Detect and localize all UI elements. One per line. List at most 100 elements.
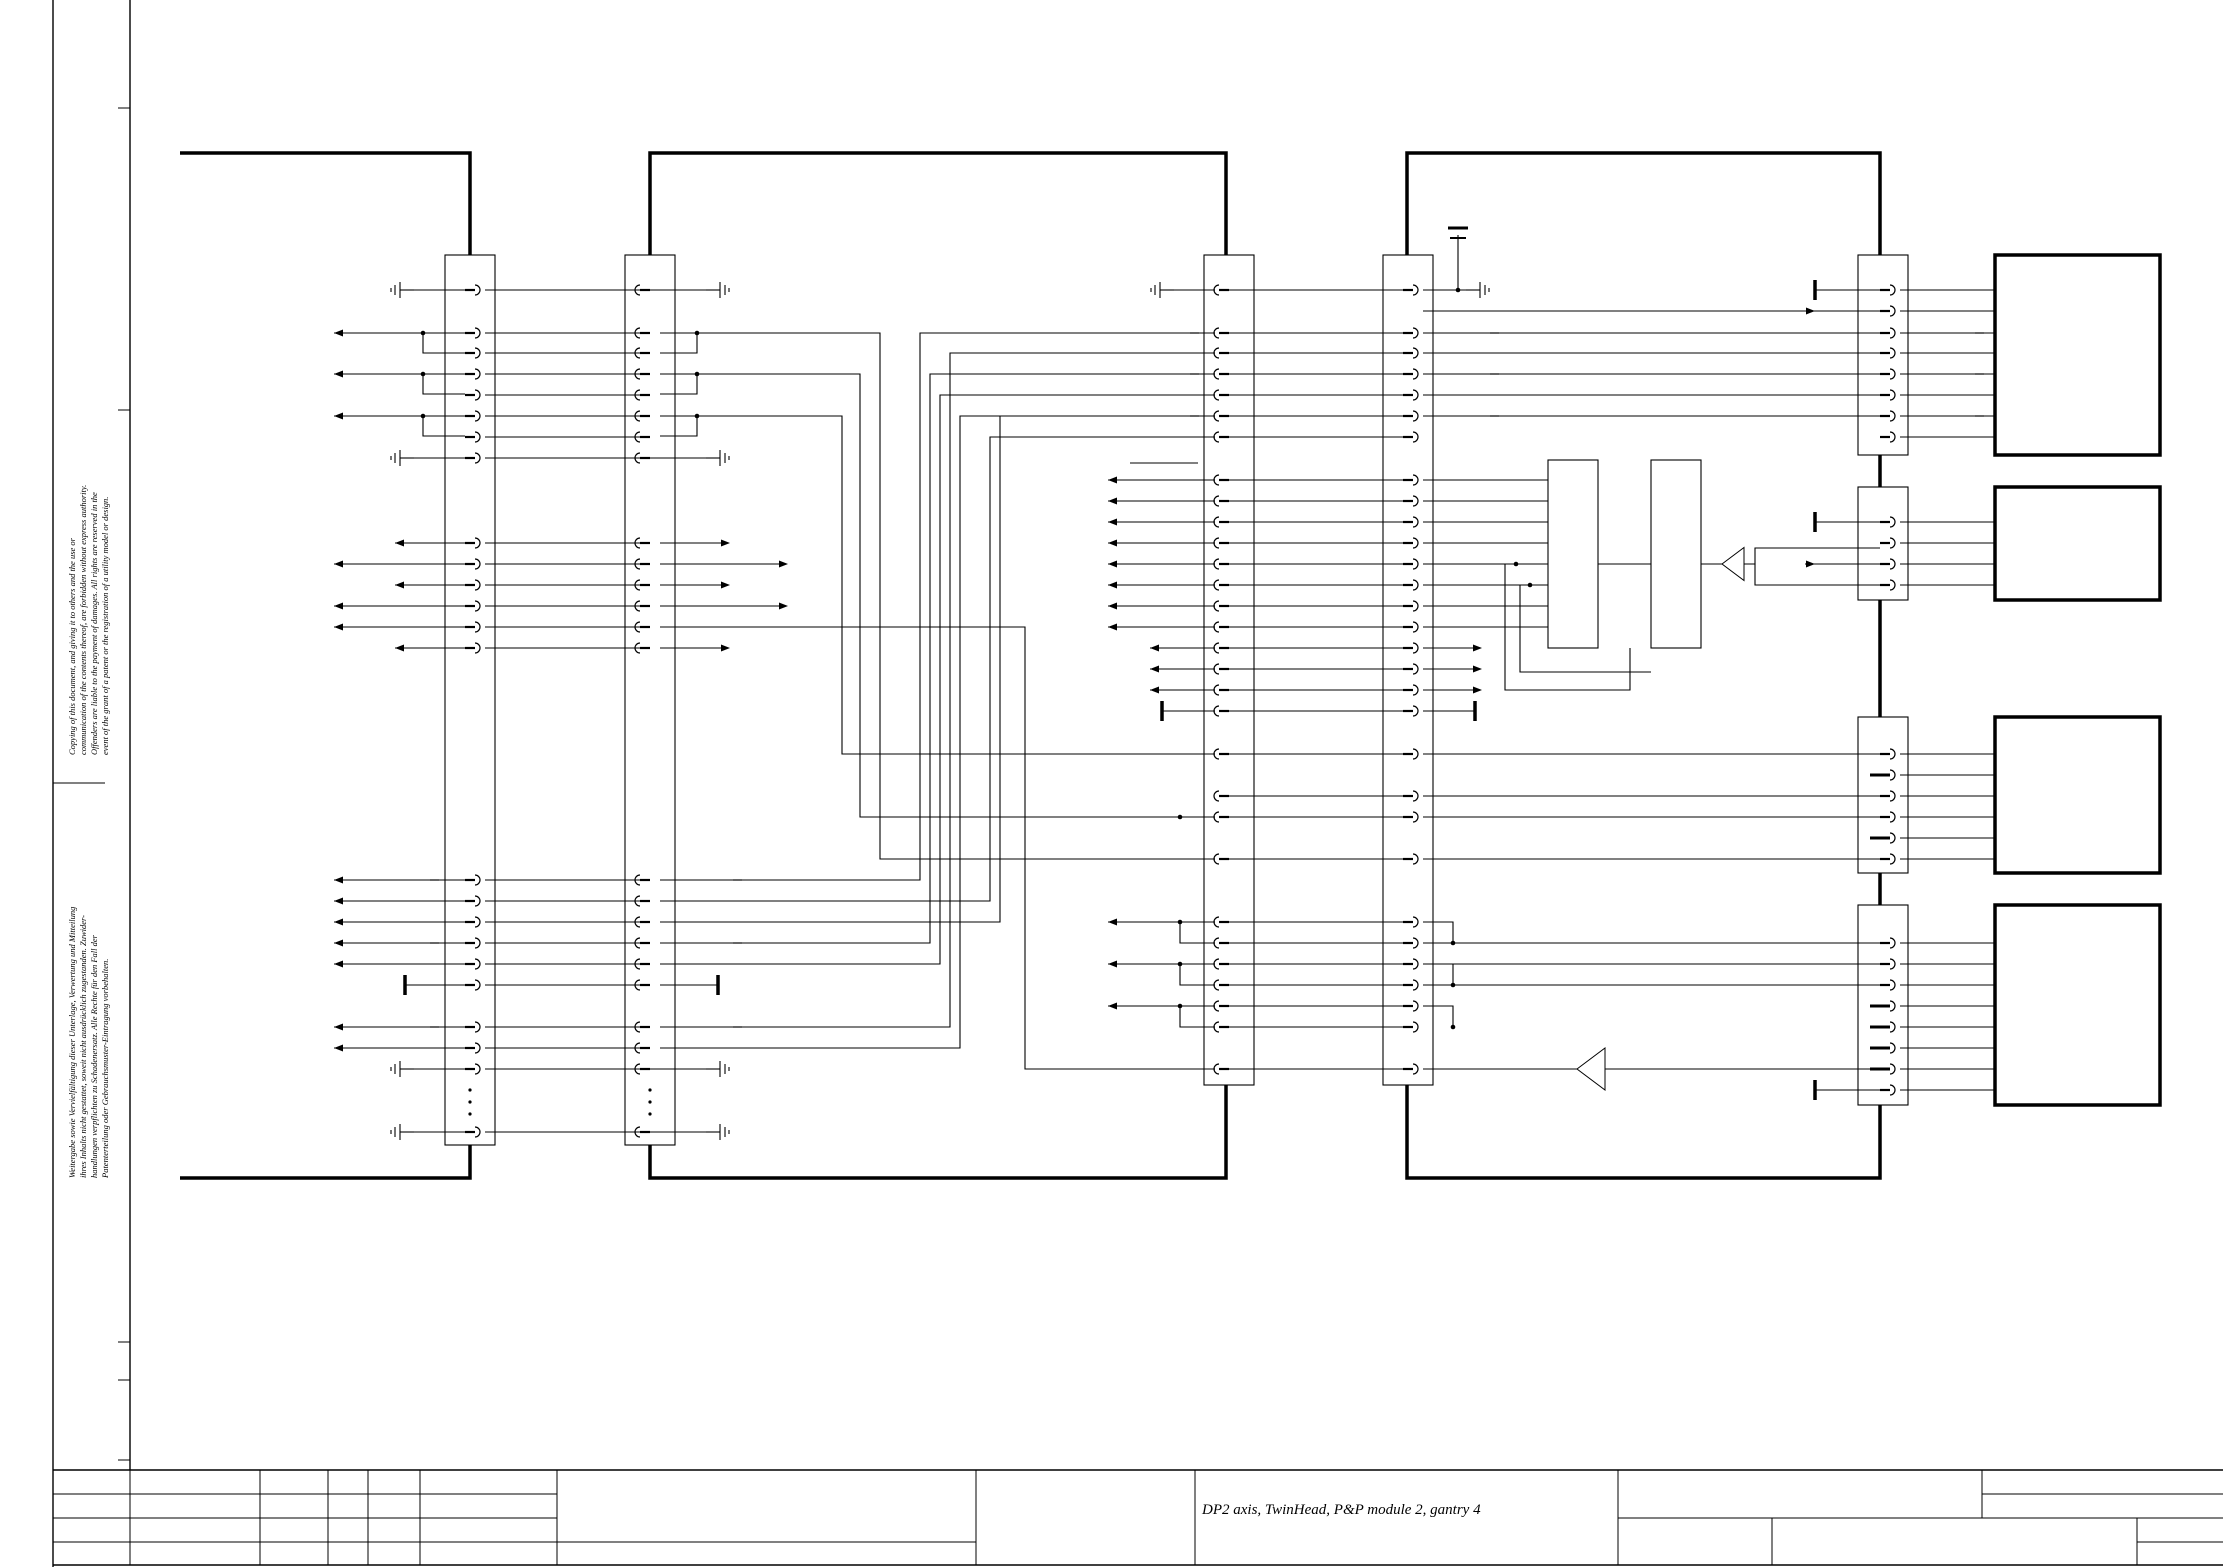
pin-socket [1412,389,1419,401]
connector-pin [465,916,481,928]
arrow-right-icon [721,581,730,589]
connector-pin [1880,579,1896,591]
junction-dot [1450,940,1456,946]
schematic-symbols [334,226,1984,1140]
continuation-dot [468,1112,472,1116]
pin-socket [1889,748,1896,760]
arrow-left-icon [334,918,343,926]
connector-pin [465,958,481,970]
drawing-title: DP2 axis, TwinHead, P&P module 2, gantry… [1201,1502,1481,1518]
copyright-notice-en: Copying of this document, and giving it … [67,485,110,755]
pin-socket [474,642,481,654]
connector-pin [465,284,481,296]
connector-pin [1403,748,1419,760]
connector-blocks [444,254,1909,1146]
pin-socket [474,621,481,633]
pin-socket [1889,410,1896,422]
connector-pin [465,642,481,654]
shield-ground-icon [706,1061,730,1077]
connector-pin [1403,790,1419,802]
wire [1179,1006,1215,1028]
arrow-right-icon [1806,307,1815,315]
pin-socket [1412,811,1419,823]
connector-pin [1403,979,1419,991]
pin-socket [474,1063,481,1075]
junction-dot [1450,1024,1456,1030]
arrow-left-icon [334,1023,343,1031]
wire [660,352,1215,1028]
pin-socket [474,537,481,549]
target-devices [1993,253,2162,1107]
shield-ground-icon [706,450,730,466]
pin-socket [1412,410,1419,422]
arrow-right-icon [779,560,788,568]
drawing-frame [52,0,2223,1567]
arrow-right-icon [721,644,730,652]
arrow-left-icon [334,939,343,947]
arrow-left-icon [1108,560,1117,568]
pin-socket [474,600,481,612]
wire [422,416,465,437]
arrow-left-icon [1150,644,1159,652]
connector-pin [465,579,481,591]
arrow-left-icon [1108,960,1117,968]
wire [1423,1005,1454,1027]
connector-pin [1403,389,1419,401]
pin-socket [1412,537,1419,549]
shield-ground-icon [706,1124,730,1140]
connector-pin [465,1063,481,1075]
pin-socket [1412,284,1419,296]
junction-dot [694,413,700,419]
pin-socket [1889,368,1896,380]
connector-pin [465,410,481,422]
amplifier-icon [1721,546,1745,582]
arrow-right-icon [1806,560,1815,568]
notice-de-line: Weitergabe sowie Vervielfältigung dieser… [67,907,77,1178]
pin-socket [1889,305,1896,317]
connector-pin [1403,368,1419,380]
pin-socket [1889,1063,1896,1075]
connector-pin [1403,410,1419,422]
connector-pin [1403,937,1419,949]
pin-socket [1412,327,1419,339]
arrow-left-icon [334,560,343,568]
notice-de-line: Patenterteilung oder Gebrauchsmuster-Ein… [100,959,110,1179]
continuation-dot [648,1112,652,1116]
connector-pin [1403,1063,1419,1075]
arrow-left-icon [395,644,404,652]
wire [660,332,1215,881]
connector-pin [465,621,481,633]
pin-socket [1412,937,1419,949]
connector-pin [1403,495,1419,507]
title-block: DP2 axis, TwinHead, P&P module 2, gantry… [53,1470,2223,1565]
arrow-left-icon [1108,623,1117,631]
pin-socket [1889,832,1896,844]
arrow-left-icon [1150,686,1159,694]
connector-pin [1880,389,1896,401]
wire [660,373,1215,818]
pin-socket [1412,958,1419,970]
arrow-left-icon [1108,476,1117,484]
shield-ground-icon [390,450,414,466]
pin-socket [1412,600,1419,612]
arrow-left-icon [1108,1002,1117,1010]
connector-pin [1403,537,1419,549]
pin-socket [474,368,481,380]
signal-wires [334,235,1995,1133]
pin-socket [1889,1042,1896,1054]
connector-pin [1880,811,1896,823]
shield-ground-icon [1150,282,1174,298]
arrow-left-icon [1108,581,1117,589]
connector-pin [1880,410,1896,422]
converter-blocks [1547,459,1702,649]
arrow-left-icon [1108,918,1117,926]
connector-pin [1403,621,1419,633]
arrow-left-icon [334,897,343,905]
wire [660,333,698,354]
pin-socket [1889,347,1896,359]
arrow-left-icon [334,1044,343,1052]
pin-socket [1412,790,1419,802]
junction-dot [1177,919,1183,925]
notice-en-line: Copying of this document, and giving it … [67,537,77,755]
connector-pin [1403,327,1419,339]
